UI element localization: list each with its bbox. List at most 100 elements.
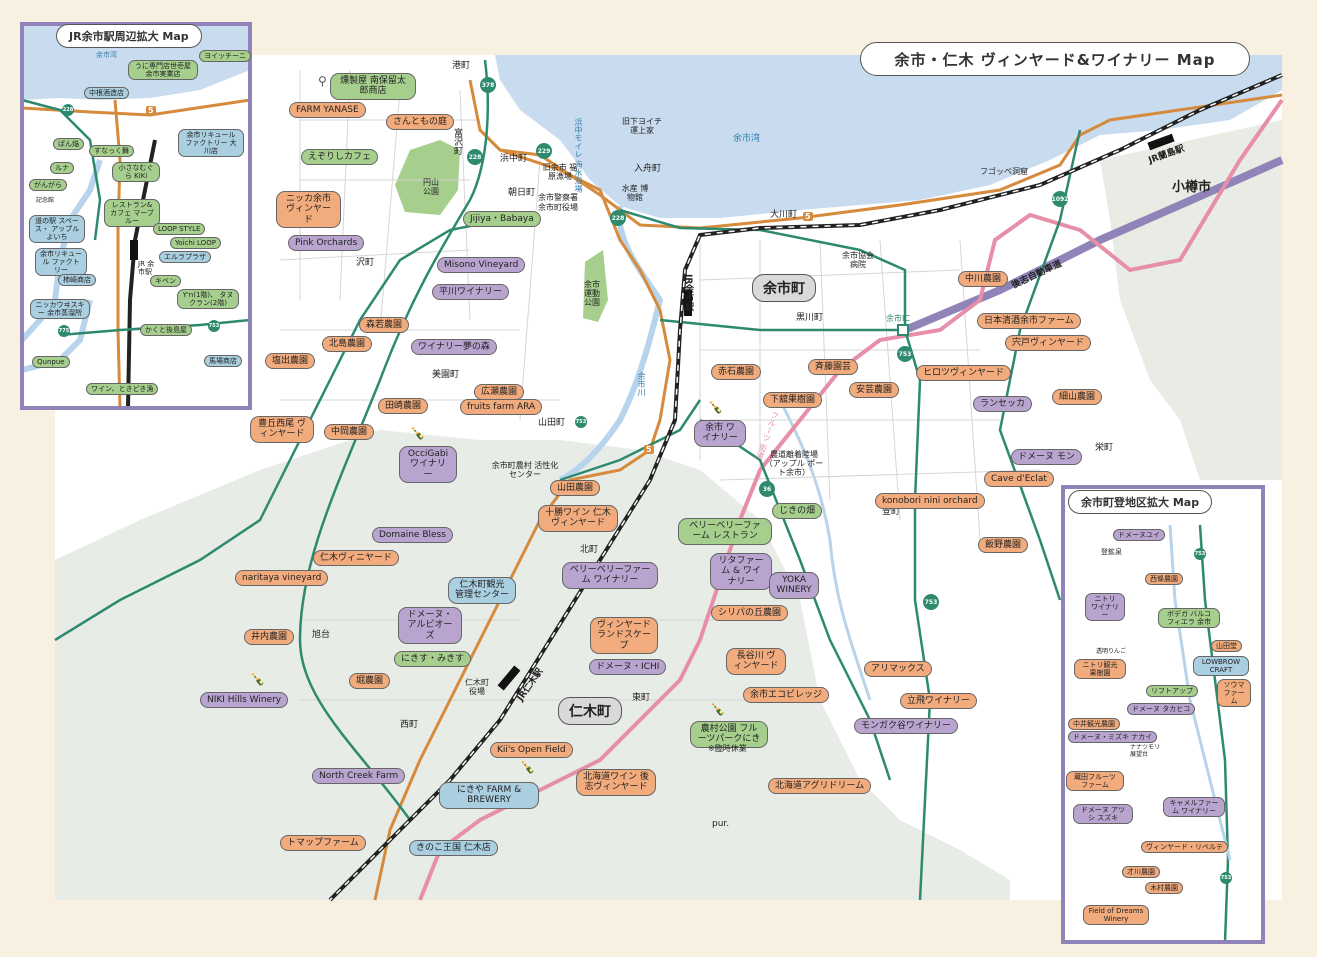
spot-farm-yanase[interactable]: FARM YANASE: [289, 102, 366, 119]
spot-yume[interactable]: ワイナリー夢の森: [411, 339, 497, 356]
spot-nousonkoen[interactable]: 農村公園 フルーツパークにき: [690, 721, 768, 748]
inset-yamadado[interactable]: 山田堂: [1211, 640, 1242, 653]
spot-ecovillage[interactable]: 余市エコビレッジ: [743, 687, 830, 704]
inset-saikawa[interactable]: 才川農園: [1122, 866, 1160, 879]
inset-d-takahiko[interactable]: ドメーヌ タカヒコ: [1127, 703, 1196, 716]
spot-shiriba[interactable]: シリパの丘農園: [711, 605, 789, 622]
spot-misono[interactable]: Misono Vineyard: [437, 257, 526, 274]
spot-yoichi-winery[interactable]: 余市 ワイナリー: [694, 420, 746, 447]
spot-niki-hills[interactable]: NIKI Hills Winery: [200, 692, 289, 709]
spot-kinoko[interactable]: きのこ王国 仁木店: [409, 840, 498, 857]
inset-nakai[interactable]: 中井観光農園: [1068, 718, 1120, 731]
inset-nakane[interactable]: 中根酒造店: [84, 87, 129, 100]
spot-ransekka[interactable]: ランセッカ: [973, 396, 1033, 413]
spot-ezoshika[interactable]: えぞりしカフェ: [301, 149, 379, 166]
inset-lowbrow[interactable]: LOWBROW CRAFT: [1193, 656, 1249, 677]
spot-tachitobi[interactable]: 立飛ワイナリー: [900, 693, 977, 710]
inset-kiben[interactable]: キベン: [150, 275, 181, 288]
inset-kakuto[interactable]: かくと後島屋: [140, 324, 192, 337]
spot-agri[interactable]: 北海道アグリドリーム: [768, 778, 872, 795]
inset-loop[interactable]: LOOP STYLE: [153, 223, 206, 236]
inset-bodega[interactable]: ボデガ バルコ フィエラ 余市: [1158, 608, 1220, 629]
spot-arimax[interactable]: アリマックス: [864, 661, 932, 678]
inset-nishinouen[interactable]: 西條農園: [1145, 573, 1183, 586]
spot-nikiya[interactable]: にきや FARM & BREWERY: [439, 782, 539, 809]
spot-nakagawa[interactable]: 中川農園: [958, 271, 1009, 288]
spot-kiis[interactable]: Kii's Open Field: [490, 742, 573, 759]
spot-yoka[interactable]: YOKA WINERY: [769, 572, 819, 599]
inset-baba[interactable]: 馬場商店: [204, 355, 242, 368]
spot-northcreek[interactable]: North Creek Farm: [312, 768, 406, 785]
spot-hirose[interactable]: 広瀬農園: [474, 384, 525, 401]
spot-yamada[interactable]: 山田農園: [550, 480, 601, 497]
spot-horinoen[interactable]: 堀農園: [349, 673, 391, 690]
inset-fod[interactable]: Field of Dreams Winery: [1083, 905, 1149, 926]
spot-shiode[interactable]: 塩出農園: [265, 353, 316, 370]
spot-occi[interactable]: OcciGabi ワイナリー: [399, 446, 457, 484]
spot-sanatomo[interactable]: さんともの庭: [386, 114, 455, 131]
spot-berry-restaurant[interactable]: ベリーベリーファーム レストラン: [678, 518, 772, 545]
spot-iuchi[interactable]: 井内農園: [244, 629, 295, 646]
spot-konobori[interactable]: konobori nini orchard: [875, 493, 985, 510]
spot-saito[interactable]: 斉藤園芸: [808, 359, 859, 376]
inset-yoichi-lique[interactable]: 余市リキュール ファクトリー 大川店: [178, 129, 244, 158]
inset-nitori-kanko[interactable]: ニトリ観光 果樹園: [1074, 659, 1126, 680]
spot-hosoyama[interactable]: 細山農園: [1052, 389, 1103, 406]
spot-domaine-mon[interactable]: ドメーヌ モン: [1011, 449, 1082, 466]
spot-fruits[interactable]: fruits farm ARA: [460, 399, 543, 416]
inset-kimura[interactable]: 木村農園: [1145, 882, 1183, 895]
spot-albi[interactable]: ドメーヌ・ アルビオーズ: [398, 607, 462, 645]
inset-liftup[interactable]: リフトアップ: [1146, 685, 1198, 698]
inset-v-ribelte[interactable]: ヴィンヤード・リベルテ: [1141, 841, 1228, 854]
inset-wine-tokidoki[interactable]: ワイン、ときどき漁: [86, 383, 159, 396]
inset-kyaramel[interactable]: キャメルファーム ワイナリー: [1163, 797, 1225, 818]
spot-nihonseishu[interactable]: 日本清酒余市ファーム: [977, 313, 1081, 330]
inset-kenken[interactable]: 柿崎商店: [58, 274, 96, 287]
spot-jikinohata[interactable]: じきの畑: [772, 503, 823, 520]
inset-ruta[interactable]: ルナ: [50, 162, 74, 175]
spot-toyooka[interactable]: 豊丘西尾 ヴィンヤード: [250, 416, 314, 443]
spot-vlandscape[interactable]: ヴィンヤード ランドスケープ: [590, 617, 658, 655]
spot-pur[interactable]: pur.: [712, 819, 730, 829]
spot-niki-vineyard[interactable]: 仁木ヴィニヤード: [313, 550, 400, 567]
spot-nikka[interactable]: ニッカ余市 ヴィンヤード: [276, 191, 341, 229]
spot-nakaoka[interactable]: 中岡農園: [324, 424, 375, 441]
spot-hasegawa[interactable]: 長谷川 ヴィンヤード: [726, 648, 786, 675]
spot-d-ichi[interactable]: ドメーヌ・ICHI: [589, 659, 667, 676]
inset-sunnuku[interactable]: すなっく舞: [89, 145, 134, 158]
inset-yn[interactable]: Y'n(1階)、 タヌクラン(2階): [177, 289, 239, 310]
inset-chiisana[interactable]: 小さなむぐら KiKi: [112, 162, 160, 183]
inset-yoichi-lique2[interactable]: 余市リキュール ファクトリー: [35, 248, 87, 277]
spot-berry-winery[interactable]: ベリーベリーファーム ワイナリー: [562, 562, 658, 589]
inset-ganga[interactable]: がんがら: [29, 179, 67, 192]
spot-niki-kanko[interactable]: 仁木町観光 管理センター: [448, 577, 516, 604]
inset-d-asui[interactable]: ドメーヌ アツシ スズキ: [1073, 804, 1133, 825]
spot-shimotachi[interactable]: 下舘果樹園: [763, 392, 823, 409]
inset-kurata[interactable]: 蔵田フルーツ ファーム: [1066, 771, 1124, 792]
spot-hiroto[interactable]: ヒロツヴィンヤード: [916, 365, 1012, 382]
inset-nikka-whisky[interactable]: ニッカウヰスキー 余市蒸溜所: [30, 299, 90, 320]
spot-kunsei[interactable]: 燻製屋 南保留太郎商店: [330, 73, 416, 100]
spot-cave[interactable]: Cave d'Eclat: [984, 471, 1054, 488]
spot-rita[interactable]: リタファーム & ワイナリー: [710, 553, 772, 591]
spot-iino[interactable]: 飯野農園: [978, 537, 1029, 554]
spot-domaine-bless[interactable]: Domaine Bless: [372, 527, 453, 544]
spot-hirakawa[interactable]: 平川ワイナリー: [432, 284, 509, 301]
spot-tomap[interactable]: トマップファーム: [280, 835, 366, 852]
spot-akaishi[interactable]: 赤石農園: [711, 364, 762, 381]
inset-michinoeki[interactable]: 道の駅 スペース・ アップルよいち: [29, 215, 85, 244]
spot-pink[interactable]: Pink Orchards: [288, 235, 365, 252]
inset-resto[interactable]: レストラン&カフェ マーブルー: [104, 199, 160, 228]
spot-jijiya[interactable]: Jijiya・Babaya: [463, 211, 541, 228]
spot-kitajima[interactable]: 北島農園: [322, 336, 373, 353]
spot-shishido[interactable]: 宍戸ヴィンヤード: [1005, 335, 1092, 352]
spot-mongaku[interactable]: モンガク谷ワイナリー: [854, 718, 958, 735]
inset-eruraplaza[interactable]: エルラプラザ: [159, 251, 211, 264]
spot-kitakaido[interactable]: 北海道ワイン 後志ヴィンヤード: [576, 769, 656, 796]
spot-moriwaka[interactable]: 森若農園: [359, 317, 410, 334]
inset-yoicchini[interactable]: ヨイッチーニ: [199, 50, 251, 63]
spot-tokachi[interactable]: 十勝ワイン 仁木ヴィンヤード: [538, 505, 618, 532]
spot-naritaya[interactable]: naritaya vineyard: [235, 570, 329, 587]
inset-uni[interactable]: うに専門店世壱屋 余市実業店: [128, 60, 198, 81]
spot-ando[interactable]: 安芸農園: [849, 382, 900, 399]
